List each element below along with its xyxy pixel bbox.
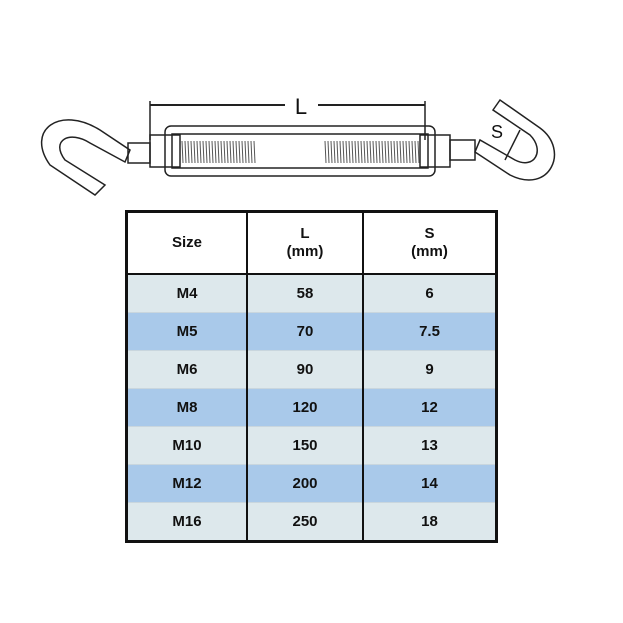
left-hook-thread — [127, 142, 151, 164]
s-dimension-line — [504, 129, 521, 161]
header-s-unit: (mm) — [411, 243, 448, 260]
header-s: S(mm) — [362, 211, 498, 275]
cell-l: 58 — [246, 274, 364, 313]
cell-l: 150 — [246, 426, 364, 465]
header-l-label: L — [300, 225, 310, 242]
cell-size: M4 — [125, 274, 248, 313]
cell-s: 6 — [362, 274, 498, 313]
thread-left — [181, 140, 256, 164]
length-label: L — [295, 94, 307, 119]
cell-s: 9 — [362, 350, 498, 389]
header-size-label: Size — [171, 234, 202, 251]
cell-l: 200 — [246, 464, 364, 503]
cell-size: M6 — [125, 350, 248, 389]
header-s-label: S — [424, 225, 435, 242]
header-size: Size — [125, 211, 248, 275]
thread-right — [324, 140, 420, 164]
table-header-row: Size L(mm) S(mm) — [125, 211, 498, 275]
right-hook-thread — [449, 139, 476, 161]
turnbuckle-body — [149, 125, 451, 177]
cell-s: 18 — [362, 502, 498, 542]
cell-size: M16 — [125, 502, 248, 542]
header-l-unit: (mm) — [286, 243, 324, 260]
turnbuckle-diagram: L S — [40, 94, 556, 196]
hook-opening-label: S — [491, 122, 503, 142]
header-l: L(mm) — [246, 211, 364, 275]
cell-size: M8 — [125, 388, 248, 427]
cell-l: 70 — [246, 312, 364, 351]
cell-s: 13 — [362, 426, 498, 465]
left-hook — [40, 119, 131, 196]
cell-size: M5 — [125, 312, 248, 351]
cell-l: 120 — [246, 388, 364, 427]
cell-l: 250 — [246, 502, 364, 542]
cell-s: 12 — [362, 388, 498, 427]
cell-l: 90 — [246, 350, 364, 389]
cell-s: 14 — [362, 464, 498, 503]
right-hook — [474, 98, 556, 181]
cell-size: M10 — [125, 426, 248, 465]
cell-s: 7.5 — [362, 312, 498, 351]
cell-size: M12 — [125, 464, 248, 503]
